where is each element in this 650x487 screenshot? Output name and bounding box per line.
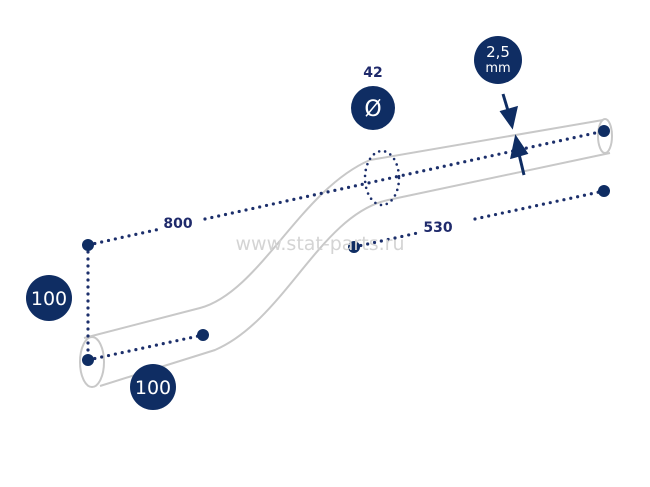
- badge-diameter: Ø: [351, 86, 395, 130]
- svg-text:100: 100: [31, 288, 67, 310]
- dim-line-530-a: [352, 230, 424, 249]
- label-diameter: 42: [363, 65, 382, 81]
- pipe-top-edge: [83, 119, 604, 339]
- svg-text:mm: mm: [485, 61, 510, 76]
- point-bend-start: [197, 329, 209, 341]
- badge-offset-end: 100: [130, 364, 176, 410]
- label-length-total: 800: [163, 216, 192, 232]
- watermark: www.stat-parts.ru: [236, 233, 405, 255]
- wall-thickness-arrows: [499, 93, 529, 176]
- point-bend-end: [348, 241, 360, 253]
- point-start: [82, 239, 94, 251]
- dim-line-bottom: [86, 333, 205, 362]
- dim-line-800-b: [203, 129, 606, 221]
- point-end-top: [598, 125, 610, 137]
- label-length-straight: 530: [423, 220, 452, 236]
- badge-wall-thickness: 2,5 mm: [474, 36, 522, 84]
- point-end-bottom: [598, 185, 610, 197]
- svg-text:2,5: 2,5: [486, 43, 510, 61]
- diameter-icon: Ø: [364, 97, 381, 122]
- pipe-bottom-edge: [99, 152, 611, 387]
- svg-text:100: 100: [135, 377, 171, 399]
- diameter-section: [363, 149, 401, 207]
- point-pipe-left: [82, 354, 94, 366]
- pipe-right-end: [597, 118, 613, 154]
- dim-line-800-a: [86, 227, 162, 247]
- dim-line-530-b: [473, 189, 606, 221]
- badge-offset-vertical: 100: [26, 275, 72, 321]
